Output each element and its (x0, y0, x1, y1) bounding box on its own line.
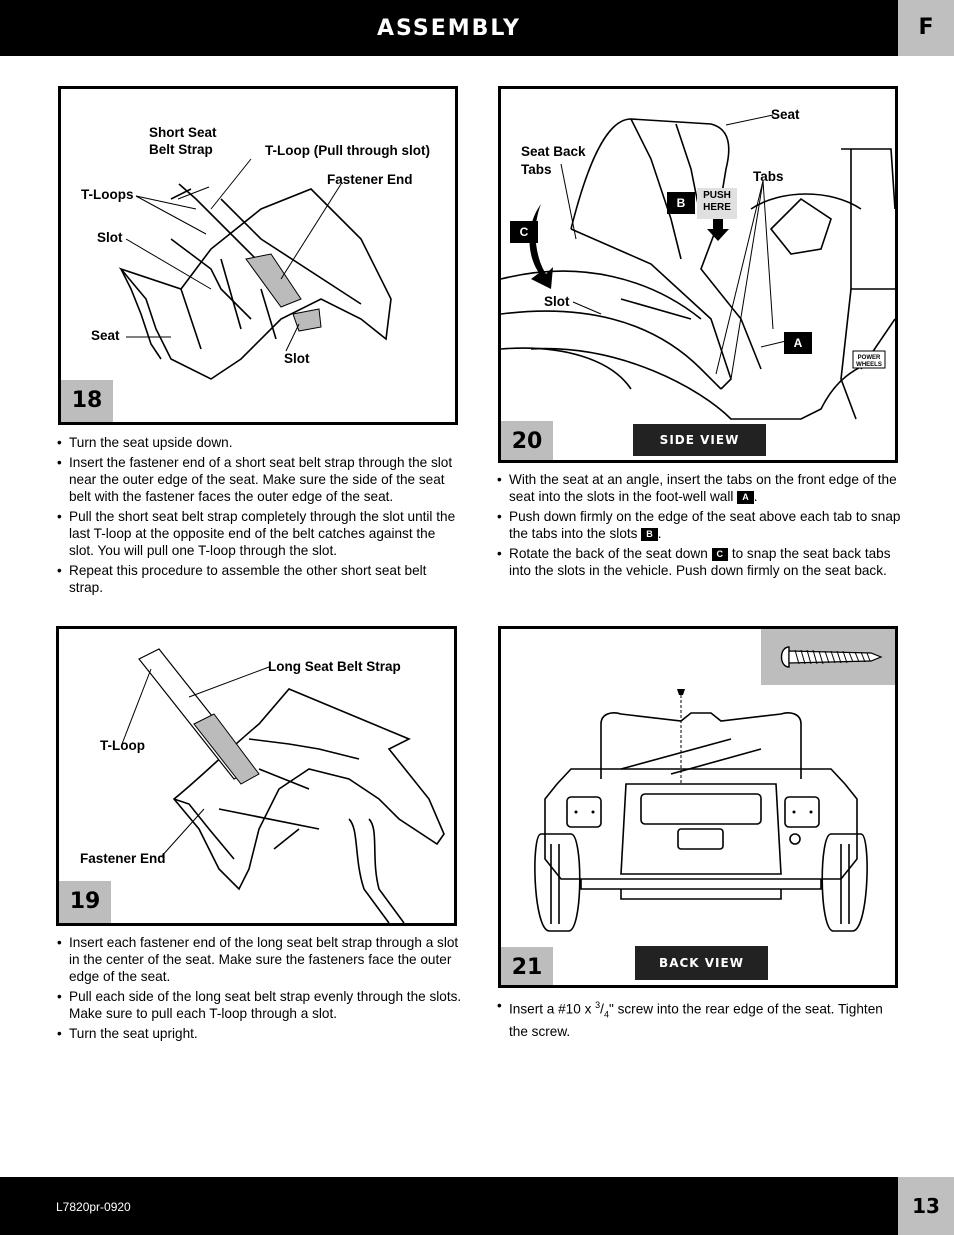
page-title: ASSEMBLY (377, 16, 521, 41)
seat-long-strap-illustration (121, 648, 445, 923)
step-19-instructions: Insert each fastener end of the long sea… (57, 934, 462, 1045)
instruction-item: Insert each fastener end of the long sea… (57, 934, 462, 985)
callout-c: C (510, 221, 538, 243)
step-20-instructions: With the seat at an angle, insert the ta… (497, 471, 902, 582)
step-19-panel: Long Seat Belt Strap T-Loop Fastener End… (56, 626, 457, 926)
push-here-label: PUSH HERE (697, 188, 737, 219)
callout-a: A (784, 332, 812, 354)
label-slot-bottom: Slot (284, 351, 310, 366)
callout-b-inline: B (641, 528, 658, 541)
label-tloop-pull: T-Loop (Pull through slot) (265, 143, 430, 158)
page-number: 13 (898, 1177, 954, 1235)
label-slot: Slot (544, 294, 570, 309)
label-seat: Seat (771, 107, 800, 122)
label-tloop: T-Loop (100, 738, 145, 753)
step-number: 18 (61, 380, 113, 422)
instruction-item: Push down firmly on the edge of the seat… (497, 508, 902, 542)
vehicle-back-view-illustration (534, 689, 868, 932)
document-code: L7820pr-0920 (56, 1200, 131, 1214)
label-short-seat-belt-strap-1: Short Seat (149, 125, 217, 140)
label-seat: Seat (91, 328, 120, 343)
label-long-seat-belt-strap: Long Seat Belt Strap (268, 659, 401, 674)
label-seat-back-tabs-1: Seat Back (521, 144, 586, 159)
label-seat-back-tabs-2: Tabs (521, 162, 552, 177)
instruction-item: Insert the fastener end of a short seat … (57, 454, 462, 505)
step-18-panel: Short Seat Belt Strap T-Loop (Pull throu… (58, 86, 458, 425)
instruction-item: Pull the short seat belt strap completel… (57, 508, 462, 559)
svg-text:POWER: POWER (858, 355, 881, 361)
back-view-tag: BACK VIEW (635, 946, 768, 980)
seat-upside-down-illustration (118, 158, 392, 380)
screw-icon (780, 646, 883, 668)
callout-b: B (667, 192, 695, 214)
label-tabs: Tabs (753, 169, 784, 184)
step-21-panel: 21 BACK VIEW (498, 626, 898, 988)
instruction-item: Pull each side of the long seat belt str… (57, 988, 462, 1022)
page-footer (0, 1177, 954, 1235)
step-number: 19 (59, 881, 111, 923)
instruction-item: Repeat this procedure to assemble the ot… (57, 562, 462, 596)
step-18-instructions: Turn the seat upside down. Insert the fa… (57, 434, 462, 599)
label-fastener-end: Fastener End (327, 172, 413, 187)
instruction-item: With the seat at an angle, insert the ta… (497, 471, 902, 505)
callout-c-inline: C (711, 548, 729, 561)
step-20-panel: POWER WHEELS Seat Seat Back Tabs Tabs Sl… (498, 86, 898, 463)
label-short-seat-belt-strap-2: Belt Strap (149, 142, 213, 157)
step-number: 20 (501, 421, 553, 460)
label-tloops: T-Loops (81, 187, 134, 202)
section-letter: F (898, 0, 954, 56)
step-number: 21 (501, 947, 553, 985)
side-view-tag: SIDE VIEW (633, 424, 766, 456)
power-wheels-logo: POWER WHEELS (852, 350, 886, 369)
label-slot-top: Slot (97, 230, 123, 245)
screw-callout-box (761, 629, 895, 685)
page-header (0, 0, 954, 56)
callout-a-inline: A (737, 491, 754, 504)
instruction-item: Turn the seat upside down. (57, 434, 462, 451)
step-21-instructions: Insert a #10 x 3/4" screw into the rear … (497, 997, 902, 1043)
svg-text:WHEELS: WHEELS (856, 362, 882, 368)
instruction-item: Rotate the back of the seat down C to sn… (497, 545, 902, 579)
instruction-item: Insert a #10 x 3/4" screw into the rear … (497, 997, 902, 1040)
label-fastener-end: Fastener End (80, 851, 166, 866)
instruction-item: Turn the seat upright. (57, 1025, 462, 1042)
